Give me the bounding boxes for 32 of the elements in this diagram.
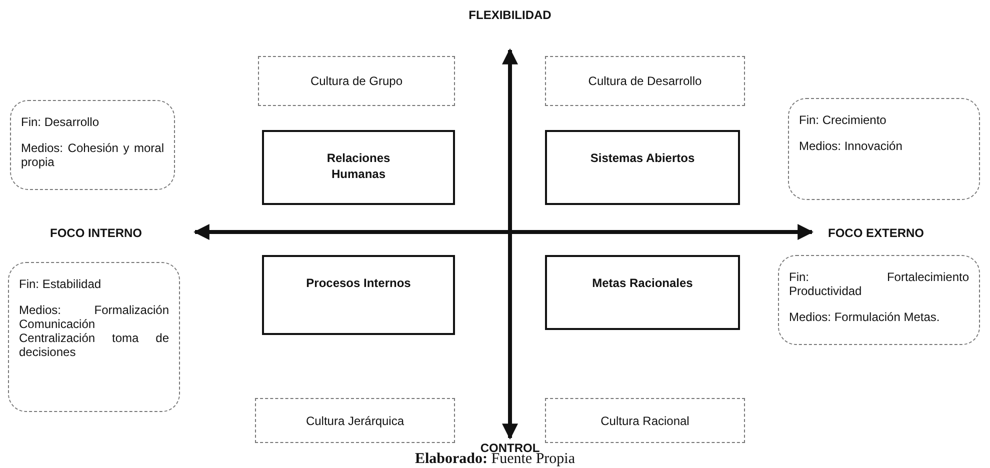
caption: Elaborado: Fuente Propia: [415, 451, 575, 468]
quadrant-box: [545, 130, 740, 205]
culture-label: Cultura Racional: [600, 414, 690, 428]
means-text: Medios: Innovación: [799, 139, 904, 153]
axis-label: FLEXIBILIDAD: [468, 8, 552, 22]
means-text: Medios: Cohesión y moral propia: [21, 141, 164, 169]
goal-text: Fin: Estabilidad: [19, 277, 102, 291]
quadrant-box: [262, 130, 455, 205]
culture-name-box: [255, 398, 455, 443]
quadrant-title: Sistemas Abiertos: [590, 150, 695, 166]
axis-label: FOCO EXTERNO: [828, 226, 924, 240]
culture-label: Cultura de Desarrollo: [588, 74, 702, 88]
goal-text: Fin: Fortalecimiento Productividad: [789, 270, 969, 298]
goal-text: Fin: Crecimiento: [799, 113, 888, 127]
means-text: Medios: Formalización Comunicación Centralización toma de decisiones: [19, 303, 169, 359]
quadrant-title: Procesos Internos: [306, 275, 411, 291]
culture-name-box: [545, 398, 745, 443]
goal-means-box: [10, 100, 175, 190]
goal-means-box: [788, 98, 980, 200]
goal-text: Fin: Desarrollo: [21, 115, 100, 129]
culture-name-box: [545, 56, 745, 106]
culture-name-box: [258, 56, 455, 106]
quadrant-box: [262, 255, 455, 335]
culture-label: Cultura Jerárquica: [306, 414, 404, 428]
quadrant-title: Relaciones Humanas: [326, 150, 392, 182]
goal-means-box: [778, 255, 980, 345]
quadrant-title: Metas Racionales: [592, 275, 693, 291]
axis-label: FOCO INTERNO: [50, 226, 142, 240]
goal-means-box: [8, 262, 180, 412]
means-text: Medios: Formulación Metas.: [789, 310, 941, 324]
culture-label: Cultura de Grupo: [310, 74, 403, 88]
quadrant-box: [545, 255, 740, 330]
